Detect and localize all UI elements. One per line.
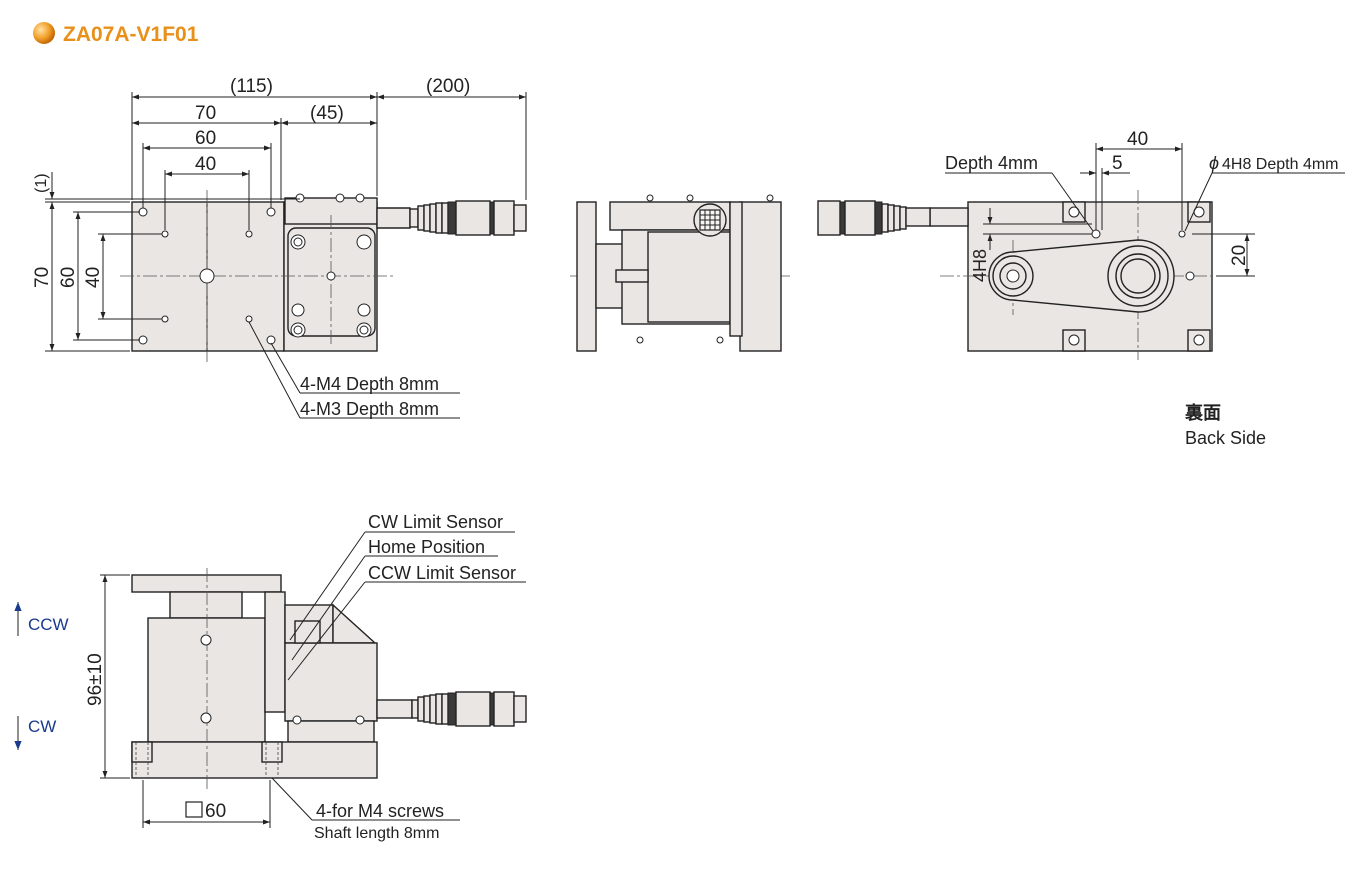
- dim-sq60: 60: [205, 801, 226, 822]
- dim-1: (1): [33, 173, 50, 193]
- dim-height: 96±10: [85, 653, 106, 706]
- callout-screws: 4-for M4 screws: [316, 801, 444, 821]
- connector: [411, 691, 527, 727]
- sensor-home-label: Home Position: [368, 537, 485, 557]
- callout-m3: 4-M3 Depth 8mm: [300, 399, 439, 419]
- page-title: ZA07A-V1F01: [63, 23, 199, 46]
- side-view: CW Limit Sensor Home Position CCW Limit …: [14, 512, 527, 842]
- dim-20: 20: [1229, 245, 1250, 266]
- callout-depth: Depth 4mm: [945, 153, 1038, 173]
- callout-phi: 4H8 Depth 4mm: [1222, 156, 1339, 173]
- dim-4h8: 4H8: [970, 249, 990, 282]
- dim-60-top: 60: [195, 128, 216, 149]
- dim-5: 5: [1112, 153, 1123, 174]
- dim-70-left: 70: [32, 267, 53, 288]
- dim-115: (115): [230, 76, 273, 97]
- back-view: 40 5 20 4H8 Depth 4mm ϕ 4H8 Depth 4mm 裏面…: [817, 129, 1345, 448]
- top-table: [131, 574, 282, 593]
- cable: [376, 207, 411, 229]
- dim-70-top: 70: [195, 103, 216, 124]
- end-view: [570, 194, 790, 352]
- dim-200: (200): [426, 76, 470, 97]
- orange-sphere-icon: [33, 22, 55, 44]
- dim-40-back: 40: [1127, 129, 1148, 150]
- dim-40-top: 40: [195, 154, 216, 175]
- callout-m4: 4-M4 Depth 8mm: [300, 374, 439, 394]
- ccw-label: CCW: [28, 615, 69, 634]
- sensor-cw-label: CW Limit Sensor: [368, 512, 503, 532]
- square-symbol: [185, 801, 203, 818]
- cw-label: CW: [28, 717, 56, 736]
- title-block: ZA07A-V1F01: [33, 22, 199, 46]
- sensor-ccw-label: CCW Limit Sensor: [368, 563, 516, 583]
- top-view: (115) (200) 70 (45) 60 40 (1) 70 60 40: [32, 76, 527, 419]
- connector: [817, 200, 931, 236]
- connector: [409, 200, 527, 236]
- phi-symbol: ϕ: [1209, 153, 1219, 173]
- caption-jp: 裏面: [1184, 402, 1221, 423]
- callout-shaft: Shaft length 8mm: [314, 825, 439, 842]
- dim-45: (45): [310, 103, 344, 124]
- base: [131, 741, 378, 779]
- caption-en: Back Side: [1185, 428, 1266, 448]
- dim-60-left: 60: [58, 267, 79, 288]
- dim-40-left: 40: [83, 267, 104, 288]
